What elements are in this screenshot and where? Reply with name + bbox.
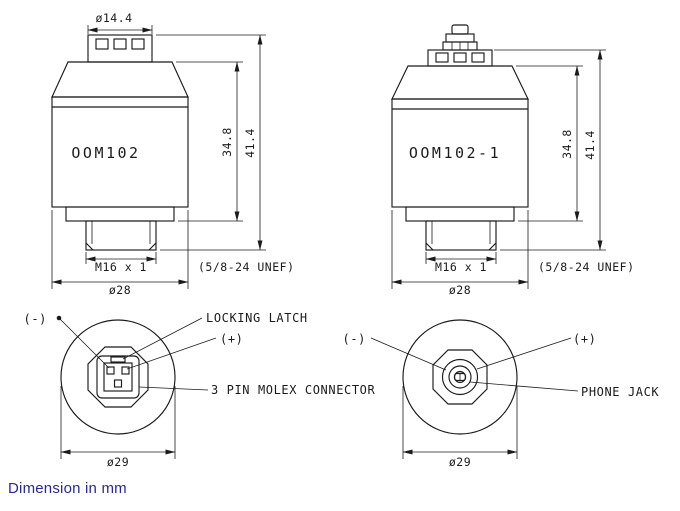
dim-height-body: 34.8 xyxy=(560,129,574,159)
label-connector: 3 PIN MOLEX CONNECTOR xyxy=(211,383,375,397)
dim-height-total: 41.4 xyxy=(583,130,597,160)
side-view-oom102: ø14.4 OOM102 M16 x 1 (5/8-24 UNEF) ø28 xyxy=(51,11,295,297)
chamfer-line xyxy=(85,242,94,251)
label-negative: (-) xyxy=(24,312,47,326)
vent-slot xyxy=(471,52,485,63)
sensor-flange xyxy=(65,206,175,222)
outer-circle xyxy=(402,319,518,435)
bottom-view-oom102: (-) LOCKING LATCH (+) 3 PIN MOLEX CONNEC… xyxy=(24,311,375,469)
leader-positive xyxy=(476,337,572,370)
threaded-stub xyxy=(85,220,157,251)
leader-negative xyxy=(58,317,110,369)
leader-negative xyxy=(370,337,447,371)
molex-housing xyxy=(96,355,140,399)
sensor-shoulder xyxy=(51,61,189,98)
vent-slot xyxy=(435,52,449,63)
sensor-cap xyxy=(427,49,493,67)
threaded-stub xyxy=(425,220,497,251)
sensor-shoulder xyxy=(391,65,529,100)
label-positive: (+) xyxy=(573,332,596,346)
label-locking-latch: LOCKING LATCH xyxy=(206,311,308,325)
sensor-flange xyxy=(405,206,515,222)
nut-octagon xyxy=(432,349,488,405)
leader-positive xyxy=(126,337,217,370)
leader-jack xyxy=(469,381,579,392)
jack-boss-circle xyxy=(441,358,479,396)
vent-slot xyxy=(131,38,145,50)
vent-slot xyxy=(95,38,109,50)
dim-outer-diameter: ø29 xyxy=(107,455,129,469)
pin-positive xyxy=(121,366,130,375)
vent-slot xyxy=(113,38,127,50)
dim-outer-diameter: ø29 xyxy=(449,455,471,469)
leader-connector xyxy=(138,386,209,391)
dim-thread-alt: (5/8-24 UNEF) xyxy=(538,260,635,274)
bottom-view-oom102-1: (-) (+) PHONE JACK ø29 xyxy=(343,319,659,469)
label-positive: (+) xyxy=(220,332,243,346)
chamfer-line xyxy=(148,242,157,251)
dim-body-diameter: ø28 xyxy=(449,283,471,297)
jack-collar xyxy=(445,33,475,43)
pin-negative xyxy=(106,366,115,375)
leader-locking-latch xyxy=(122,317,203,360)
molex-inner xyxy=(103,362,133,392)
chamfer-line xyxy=(425,242,434,251)
label-jack: PHONE JACK xyxy=(581,385,659,399)
dimension-units-note: Dimension in mm xyxy=(8,480,127,497)
part-label: OOM102-1 xyxy=(409,144,501,162)
part-label: OOM102 xyxy=(71,144,140,162)
chamfer-line xyxy=(488,242,497,251)
side-view-oom102-1: OOM102-1 M16 x 1 (5/8-24 UNEF) ø28 34.8 … xyxy=(391,24,635,297)
dim-top-diameter: ø14.4 xyxy=(95,11,132,25)
label-negative: (-) xyxy=(343,332,366,346)
dim-thread: M16 x 1 xyxy=(435,260,487,274)
jack-tip xyxy=(451,24,469,35)
locking-latch-shape xyxy=(110,356,126,363)
dim-height-body: 34.8 xyxy=(220,127,234,157)
outer-circle xyxy=(60,319,176,435)
connector-octagon xyxy=(87,346,149,408)
dim-body-diameter: ø28 xyxy=(109,283,131,297)
jack-ring-circle xyxy=(448,365,472,389)
dim-height-total: 41.4 xyxy=(243,128,257,158)
dim-thread-alt: (5/8-24 UNEF) xyxy=(198,260,295,274)
dim-thread: M16 x 1 xyxy=(95,260,147,274)
vent-slot xyxy=(453,52,467,63)
pin-center xyxy=(113,379,123,388)
